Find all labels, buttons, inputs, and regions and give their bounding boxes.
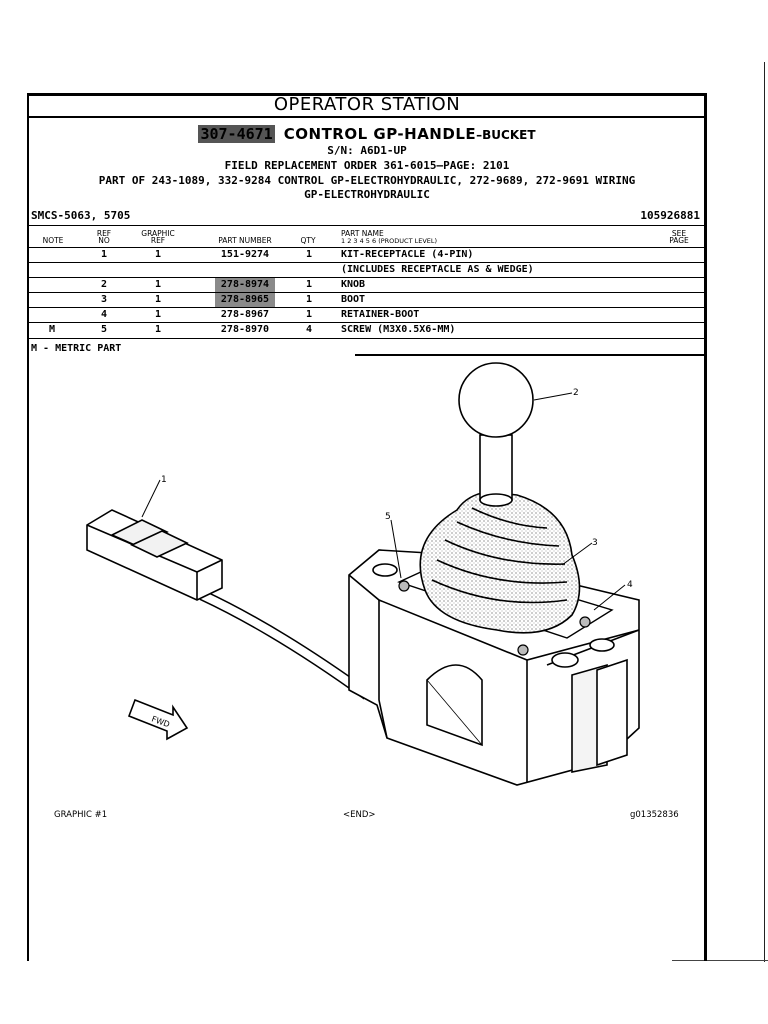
group-name: CONTROL GP-HANDLE — [283, 125, 477, 143]
part-of-line-2: GP-ELECTROHYDRAULIC — [304, 188, 430, 201]
row-graphic: 1 — [154, 324, 162, 335]
cable — [199, 590, 371, 700]
metric-note: M - METRIC PART — [31, 343, 122, 354]
table-bottom-rule — [27, 338, 707, 339]
callout-leaders — [141, 392, 626, 611]
col-ref-top: REF — [96, 229, 112, 238]
row-rule — [27, 262, 707, 263]
col-product-level: 1 2 3 4 5 6 (PRODUCT LEVEL) — [341, 237, 438, 245]
row-qty: 1 — [305, 294, 313, 305]
row-part-name: BOOT — [341, 294, 366, 305]
row-part-number: 151-9274 — [220, 249, 270, 260]
col-note: NOTE — [42, 236, 64, 245]
group-title: 307-4671 CONTROL GP-HANDLE–BUCKET — [27, 124, 707, 145]
row-rule — [27, 277, 707, 278]
row-part-name: KIT-RECEPTACLE (4-PIN) — [341, 249, 474, 260]
table-row: 3 1 278-8965 1 BOOT — [27, 293, 707, 307]
col-graphic-top: GRAPHIC — [141, 229, 175, 238]
row-note: M — [48, 324, 56, 335]
exploded-view-drawing: 1 2 3 4 5 FWD — [86, 362, 640, 786]
fwd-arrow — [127, 698, 189, 741]
row-rule — [27, 307, 707, 308]
serial-number: S/N: A6D1-UP — [327, 144, 407, 157]
row-qty: 1 — [305, 279, 313, 290]
row-rule — [27, 292, 707, 293]
handle-base — [348, 549, 640, 786]
row-graphic: 1 — [154, 279, 162, 290]
col-see-bottom: PAGE — [669, 236, 689, 245]
row-part-name: RETAINER-BOOT — [341, 309, 420, 320]
receptacle-connector — [86, 509, 223, 601]
station-title: OPERATOR STATION — [27, 94, 707, 118]
row-qty: 1 — [305, 249, 313, 260]
row-qty: 4 — [305, 324, 313, 335]
col-graphic-bottom: REF — [150, 236, 166, 245]
group-number: 307-4671 — [198, 125, 275, 143]
end-marker: <END> — [343, 810, 376, 820]
row-rule — [27, 322, 707, 323]
row-part-number: 278-8965 — [215, 293, 275, 307]
row-ref: 2 — [100, 279, 108, 290]
table-row: 2 1 278-8974 1 KNOB — [27, 278, 707, 292]
col-see-top: SEE — [671, 229, 687, 238]
callout-1: 1 — [161, 475, 167, 485]
callout-4: 4 — [627, 580, 633, 590]
callout-2: 2 — [573, 388, 579, 398]
row-part-number: 278-8974 — [215, 278, 275, 292]
part-of-line-1: PART OF 243-1089, 332-9284 CONTROL GP-EL… — [98, 174, 636, 187]
header-rule — [27, 247, 707, 248]
smcs-code: SMCS-5063, 5705 — [31, 209, 131, 222]
col-ref-bottom: NO — [98, 236, 110, 245]
table-row: (INCLUDES RECEPTACLE AS & WEDGE) — [27, 263, 707, 277]
rubber-boot — [419, 491, 581, 634]
field-replacement-order: FIELD REPLACEMENT ORDER 361-6015—PAGE: 2… — [224, 159, 510, 172]
callout-5: 5 — [385, 512, 391, 522]
graphic-id: g01352836 — [630, 810, 679, 820]
table-row: 1 1 151-9274 1 KIT-RECEPTACLE (4-PIN) — [27, 248, 707, 262]
col-part-name: PART NAME — [341, 229, 384, 238]
table-top-rule — [27, 225, 707, 226]
metric-rule — [355, 354, 707, 356]
table-header: NOTE REF NO GRAPHIC REF PART NUMBER QTY … — [27, 228, 707, 248]
row-part-name: (INCLUDES RECEPTACLE AS & WEDGE) — [341, 264, 534, 275]
row-part-number: 278-8970 — [220, 324, 270, 335]
graphic-label: GRAPHIC #1 — [54, 810, 108, 820]
table-row: 4 1 278-8967 1 RETAINER-BOOT — [27, 308, 707, 322]
group-suffix: –BUCKET — [476, 128, 536, 142]
document-frame — [27, 93, 707, 961]
row-part-name: KNOB — [341, 279, 366, 290]
row-graphic: 1 — [154, 294, 162, 305]
row-qty: 1 — [305, 309, 313, 320]
page-edge-rule — [764, 62, 765, 962]
row-graphic: 1 — [154, 249, 162, 260]
row-ref: 1 — [100, 249, 108, 260]
row-graphic: 1 — [154, 309, 162, 320]
row-ref: 5 — [100, 324, 108, 335]
row-part-name: SCREW (M3X0.5X6-MM) — [341, 324, 456, 335]
table-row: M 5 1 278-8970 4 SCREW (M3X0.5X6-MM) — [27, 323, 707, 337]
illustration-id: 105926881 — [640, 209, 700, 222]
knob — [458, 362, 534, 507]
row-ref: 4 — [100, 309, 108, 320]
col-qty: QTY — [300, 236, 316, 245]
page-edge-stub — [672, 960, 768, 961]
col-part-number: PART NUMBER — [218, 236, 272, 245]
row-ref: 3 — [100, 294, 108, 305]
callout-3: 3 — [592, 538, 598, 548]
row-part-number: 278-8967 — [220, 309, 270, 320]
